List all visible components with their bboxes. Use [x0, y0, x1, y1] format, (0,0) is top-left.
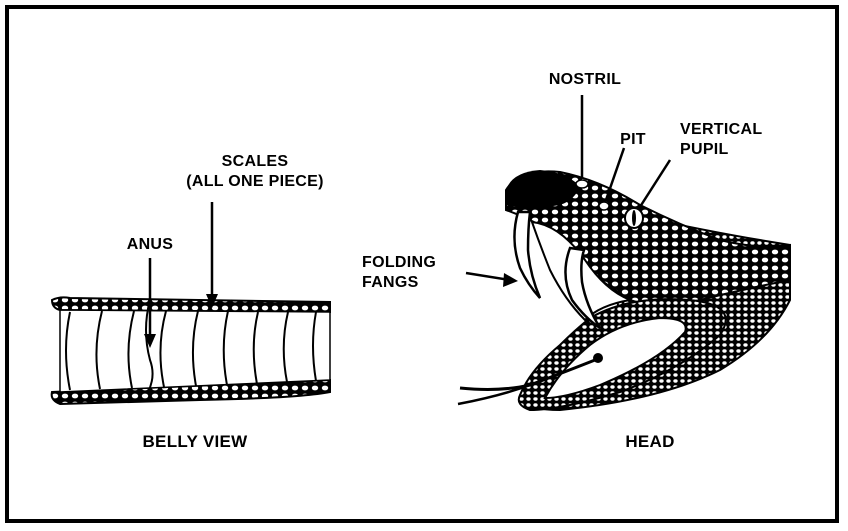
pupil-pointer: [638, 160, 670, 210]
label-nostril: NOSTRIL: [530, 70, 640, 90]
caption-head: HEAD: [600, 432, 700, 452]
label-vertical-pupil: VERTICAL PUPIL: [680, 120, 790, 160]
label-folding-fangs: FOLDING FANGS: [362, 253, 462, 293]
label-pit: PIT: [608, 130, 658, 150]
label-scales: SCALES (ALL ONE PIECE): [160, 152, 350, 192]
fangs-pointer: [466, 273, 510, 280]
belly-illustration: [52, 202, 330, 404]
caption-belly-view: BELLY VIEW: [110, 432, 280, 452]
label-anus: ANUS: [110, 235, 190, 255]
